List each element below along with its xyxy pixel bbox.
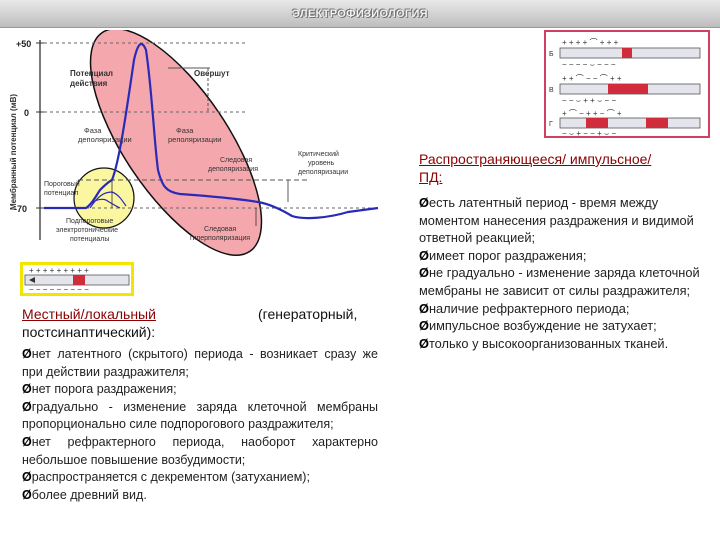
arrow-icon: Ø <box>419 300 429 316</box>
action-potential-figure: +50 0 -70 Мембранный потенциал (мВ) Поте… <box>8 30 388 262</box>
svg-text:Потенциал действия: Потенциал действия <box>70 69 115 88</box>
page-header: ЭЛЕКТРОФИЗИОЛОГИЯ <box>0 0 720 28</box>
label-critical-1: Критический <box>298 150 339 158</box>
local-title-main: Местный/локальный <box>22 306 156 322</box>
prop-row-g: + ⌒ − + + − ⌒ + − ⌣ + − − + ⌣ − Г <box>549 109 701 138</box>
propagating-title: Распространяющееся/ импульсное/ ПД: <box>419 150 715 186</box>
prop-row-label-b: Б <box>549 51 554 58</box>
propagating-membrane-svg: + + + + ⌒ + + + − − − − ⌣ − − − Б + + ⌒ … <box>549 38 701 138</box>
list-item: Øградуально - изменение заряда клеточной… <box>22 399 378 432</box>
label-dep-phase-2: деполяризации <box>78 135 132 144</box>
label-trace-dep-2: деполяризация <box>208 166 258 173</box>
list-item: Øесть латентный период - время между мом… <box>419 195 694 246</box>
prop-row-v: + + ⌒ − − ⌒ + + − − ⌣ + + ⌣ − − В <box>549 74 701 105</box>
label-trace-dep-1: Следовая <box>220 157 252 164</box>
list-item: Øболее древний вид. <box>22 487 147 502</box>
local-title: Местный/локальный (генераторный, постсин… <box>22 305 378 341</box>
label-threshold-1: Пороговый <box>44 180 80 188</box>
label-subthreshold-1: Подпороговые <box>66 218 113 225</box>
list-item: Øимпульсное возбуждение не затухает; <box>419 318 657 334</box>
arrow-icon: Ø <box>419 247 429 263</box>
y-axis-label: Мембранный потенциал (мВ) <box>9 94 18 210</box>
tick-minus70: -70 <box>14 204 27 214</box>
arrow-icon: Ø <box>22 487 32 502</box>
tick-plus50: +50 <box>16 39 31 49</box>
svg-text:Следовая деполяризация: Следовая деполяризация <box>208 157 258 173</box>
local-title-line2: постсинаптический): <box>22 324 156 340</box>
action-potential-diagram: +50 0 -70 Мембранный потенциал (мВ) Поте… <box>9 30 379 256</box>
svg-text:+ + + + ⌒ + + +: + + + + ⌒ + + + <box>562 38 619 47</box>
action-potential-ellipse <box>89 30 263 256</box>
label-subthreshold-2: электротонические <box>56 227 118 234</box>
svg-text:Следовая гиперполяризаци: Следовая гиперполяризация <box>190 226 250 242</box>
local-title-rest: (генераторный, <box>258 306 358 322</box>
svg-text:Фаза деполяризации: Фаза деполяризации <box>78 126 132 144</box>
svg-text:+ + + + + + + + +: + + + + + + + + + <box>29 266 89 275</box>
prop-row-label-g: Г <box>549 121 553 128</box>
propagating-title-line2: ПД: <box>419 169 443 185</box>
svg-text:+ ⌒ − + + − ⌒ +: + ⌒ − + + − ⌒ + <box>562 109 622 118</box>
label-critical-3: деполяризации <box>298 169 348 176</box>
page-title: ЭЛЕКТРОФИЗИОЛОГИЯ <box>292 7 428 20</box>
local-properties-list: Øнет латентного (скрытого) периода - воз… <box>22 346 378 504</box>
label-trace-hyp-2: гиперполяризация <box>190 235 250 242</box>
list-item: Øне градуально - изменение заряда клеточ… <box>419 265 700 298</box>
svg-text:− − ⌣ + + ⌣ − −: − − ⌣ + + ⌣ − − <box>562 96 616 105</box>
membrane-potential-trace <box>44 42 379 220</box>
svg-text:− ⌣ + − − + ⌣ −: − ⌣ + − − + ⌣ − <box>562 129 616 136</box>
list-item: Øимеет порог раздражения; <box>419 247 587 263</box>
prop-row-label-v: В <box>549 87 554 94</box>
label-ap-1: Потенциал <box>70 69 113 78</box>
arrow-icon: Ø <box>22 399 32 414</box>
label-overshoot: Овершут <box>194 69 230 78</box>
threshold-circle <box>73 167 135 229</box>
label-dep-phase-1: Фаза <box>84 126 102 135</box>
svg-text:− − − − ⌣ − − −: − − − − ⌣ − − − <box>562 60 616 69</box>
prop-row-b: + + + + ⌒ + + + − − − − ⌣ − − − Б <box>549 38 701 69</box>
arrow-icon: Ø <box>419 318 429 334</box>
arrow-icon: Ø <box>22 434 32 449</box>
list-item: Øнет латентного (скрытого) периода - воз… <box>22 347 378 379</box>
arrow-icon: Ø <box>22 470 32 485</box>
arrow-icon: Ø <box>419 335 429 351</box>
arrow-icon: Ø <box>419 265 429 281</box>
local-membrane-svg: + + + + + + + + + − − − − − − − − − <box>24 266 130 294</box>
arrow-icon: Ø <box>22 382 32 397</box>
list-item: Øнет порога раздражения; <box>22 382 177 397</box>
label-ap-2: действия <box>70 79 108 88</box>
propagating-impulse-illustration: + + + + ⌒ + + + − − − − ⌣ − − − Б + + ⌒ … <box>544 30 710 138</box>
list-item: Øналичие рефрактерного периода; <box>419 300 630 316</box>
svg-text:+ + ⌒ − − ⌒ + +: + + ⌒ − − ⌒ + + <box>562 74 622 83</box>
arrow-icon: Ø <box>419 195 429 210</box>
svg-text:Подпороговые электротони: Подпороговые электротонические потенциал… <box>56 218 120 243</box>
list-item: Øраспространяется с декрементом (затухан… <box>22 470 310 485</box>
tick-0: 0 <box>24 108 29 118</box>
local-response-illustration: + + + + + + + + + − − − − − − − − − <box>20 262 134 296</box>
propagating-properties-list: Øесть латентный период - время между мом… <box>419 194 715 352</box>
arrow-icon: Ø <box>22 347 32 361</box>
svg-text:Критический уровень: Критический уровень деполяризации <box>298 150 348 176</box>
svg-text:− − − − − − − − −: − − − − − − − − − <box>29 285 89 293</box>
propagating-title-line1: Распространяющееся/ импульсное/ <box>419 151 652 167</box>
list-item: Øнет рефрактерного периода, наоборот хар… <box>22 434 378 467</box>
svg-text:Пороговый потенциал: Пороговый потенциал <box>44 180 82 197</box>
label-trace-hyp-1: Следовая <box>204 226 236 233</box>
label-subthreshold-3: потенциалы <box>70 236 109 243</box>
label-rep-phase-2: реполяризации <box>168 135 222 144</box>
label-threshold-2: потенциал <box>44 190 78 197</box>
label-rep-phase-1: Фаза <box>176 126 194 135</box>
list-item: Øтолько у высокоорганизованных тканей. <box>419 335 669 351</box>
label-critical-2: уровень <box>308 160 335 167</box>
svg-text:Фаза реполяризации: Фаза реполяризации <box>168 126 222 144</box>
